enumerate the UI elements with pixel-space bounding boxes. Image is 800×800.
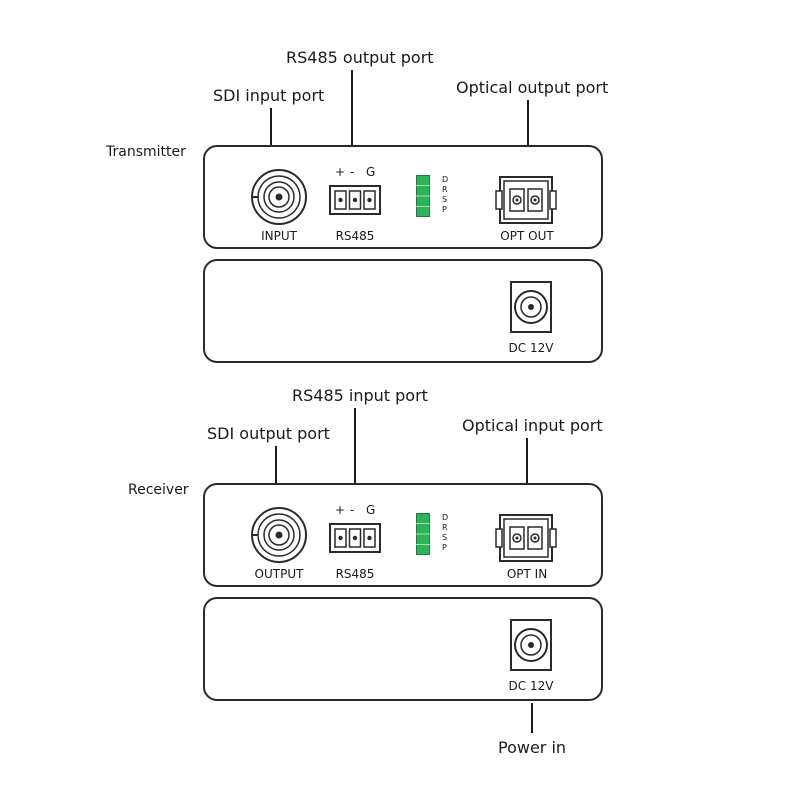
receiver-rear-panel: DC 12V	[203, 597, 603, 701]
led-letter-d: D	[442, 513, 449, 522]
led-letter-s: S	[442, 195, 448, 204]
dc-12v-label: DC 12V	[508, 679, 554, 693]
bnc-connector-icon	[251, 507, 307, 563]
optical-input-port-callout: Optical input port	[462, 416, 603, 435]
led-indicator-letters: D R S P	[442, 175, 448, 215]
sdi-input-leader	[270, 108, 272, 146]
transmitter-front-panel: INPUT + - G RS485 D R S P	[203, 145, 603, 249]
optical-port-label: OPT OUT	[500, 229, 554, 243]
receiver-front-panel: OUTPUT + - G RS485 D R S P	[203, 483, 603, 587]
power-in-callout: Power in	[498, 738, 567, 757]
led-letter-r: R	[442, 523, 448, 532]
terminal-block-icon	[329, 185, 381, 215]
terminal-block-icon	[329, 523, 381, 553]
optical-output-port-callout: Optical output port	[456, 78, 609, 97]
rs485-input-port-callout: RS485 input port	[292, 386, 428, 405]
transmitter-rear-panel: DC 12V	[203, 259, 603, 363]
rs485-plus-label: +	[335, 165, 346, 179]
rs485-port-label: RS485	[335, 567, 375, 581]
bnc-port-label: INPUT	[261, 229, 297, 243]
rs485-output-port-callout: RS485 output port	[286, 48, 434, 67]
receiver-title: Receiver	[128, 482, 189, 498]
rs485-port-label: RS485	[335, 229, 375, 243]
rs485-output-leader	[351, 70, 353, 146]
power-in-leader	[531, 703, 533, 733]
led-letter-r: R	[442, 185, 448, 194]
lc-duplex-optical-port-icon	[495, 514, 557, 562]
rs485-ground-label: G	[366, 165, 376, 179]
led-letter-p: P	[442, 205, 447, 214]
status-led-strip-icon	[416, 513, 430, 555]
rs485-plus-label: +	[335, 503, 346, 517]
optical-input-leader	[526, 438, 528, 484]
rs485-minus-label: -	[350, 503, 355, 517]
optical-port-label: OPT IN	[506, 567, 548, 581]
dc-power-jack-icon	[510, 619, 552, 671]
sdi-output-leader	[275, 446, 277, 484]
transmitter-title: Transmitter	[106, 144, 186, 160]
led-letter-p: P	[442, 543, 447, 552]
dc-12v-label: DC 12V	[508, 341, 554, 355]
dc-power-jack-icon	[510, 281, 552, 333]
optical-output-leader	[527, 100, 529, 146]
rs485-input-leader	[354, 408, 356, 484]
lc-duplex-optical-port-icon	[495, 176, 557, 224]
sdi-input-port-callout: SDI input port	[213, 86, 325, 105]
led-letter-d: D	[442, 175, 449, 184]
rs485-ground-label: G	[366, 503, 376, 517]
sdi-output-port-callout: SDI output port	[207, 424, 330, 443]
bnc-port-label: OUTPUT	[254, 567, 304, 581]
bnc-connector-icon	[251, 169, 307, 225]
led-indicator-letters: D R S P	[442, 513, 448, 553]
led-letter-s: S	[442, 533, 448, 542]
rs485-minus-label: -	[350, 165, 355, 179]
status-led-strip-icon	[416, 175, 430, 217]
